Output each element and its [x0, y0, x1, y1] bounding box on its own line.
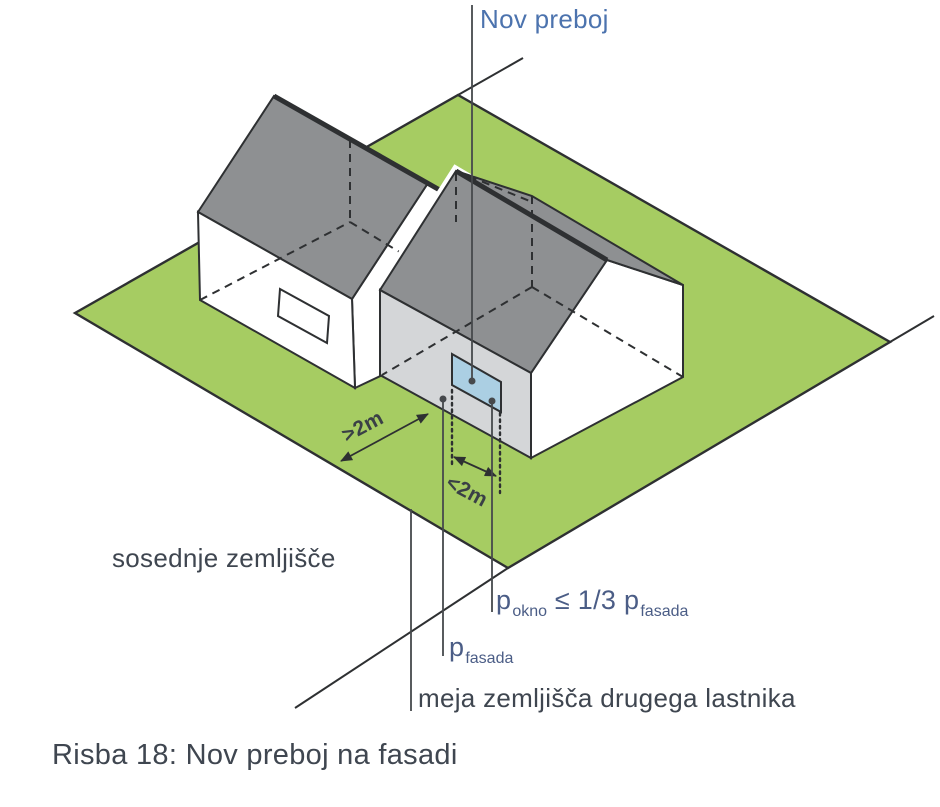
- formula-p-okno: p: [496, 585, 512, 615]
- p-fasada-main: p: [449, 632, 465, 662]
- formula-p-fasada: p: [624, 585, 640, 615]
- right-house: [372, 164, 684, 460]
- left-house-window: [276, 287, 331, 345]
- label-boundary: meja zemljišča drugega lastnika: [418, 683, 796, 713]
- formula-p-fasada-sub: fasada: [640, 603, 689, 620]
- formula-relation: ≤ 1/3: [554, 585, 617, 615]
- label-neighbor-plot: sosednje zemljišče: [112, 543, 336, 573]
- dimension-arrow-greater-2m: [340, 413, 429, 462]
- label-p-fasada: pfasada: [449, 632, 513, 667]
- label-nov-preboj: Nov preboj: [480, 4, 609, 34]
- figure-caption: Risba 18: Nov preboj na fasadi: [52, 739, 458, 771]
- p-fasada-sub: fasada: [465, 650, 514, 667]
- boundary-extension-bottom-left: [294, 567, 509, 709]
- leader-dot-nov-preboj: [468, 377, 476, 385]
- label-formula-window: pokno ≤ 1/3 pfasada: [496, 585, 688, 620]
- new-opening-window: [451, 352, 502, 414]
- leader-lines: [410, 5, 496, 711]
- left-house-ridge: [272, 93, 454, 200]
- boundary-extension-top: [457, 57, 524, 96]
- window-projection-dotted-lines: [450, 388, 502, 495]
- boundary-extension-right: [889, 315, 935, 343]
- right-house-hidden-edges: [381, 170, 684, 378]
- formula-p-okno-sub: okno: [512, 603, 548, 620]
- left-house-facade-wall: [196, 210, 357, 390]
- dimension-arrow-less-2m: [453, 456, 497, 477]
